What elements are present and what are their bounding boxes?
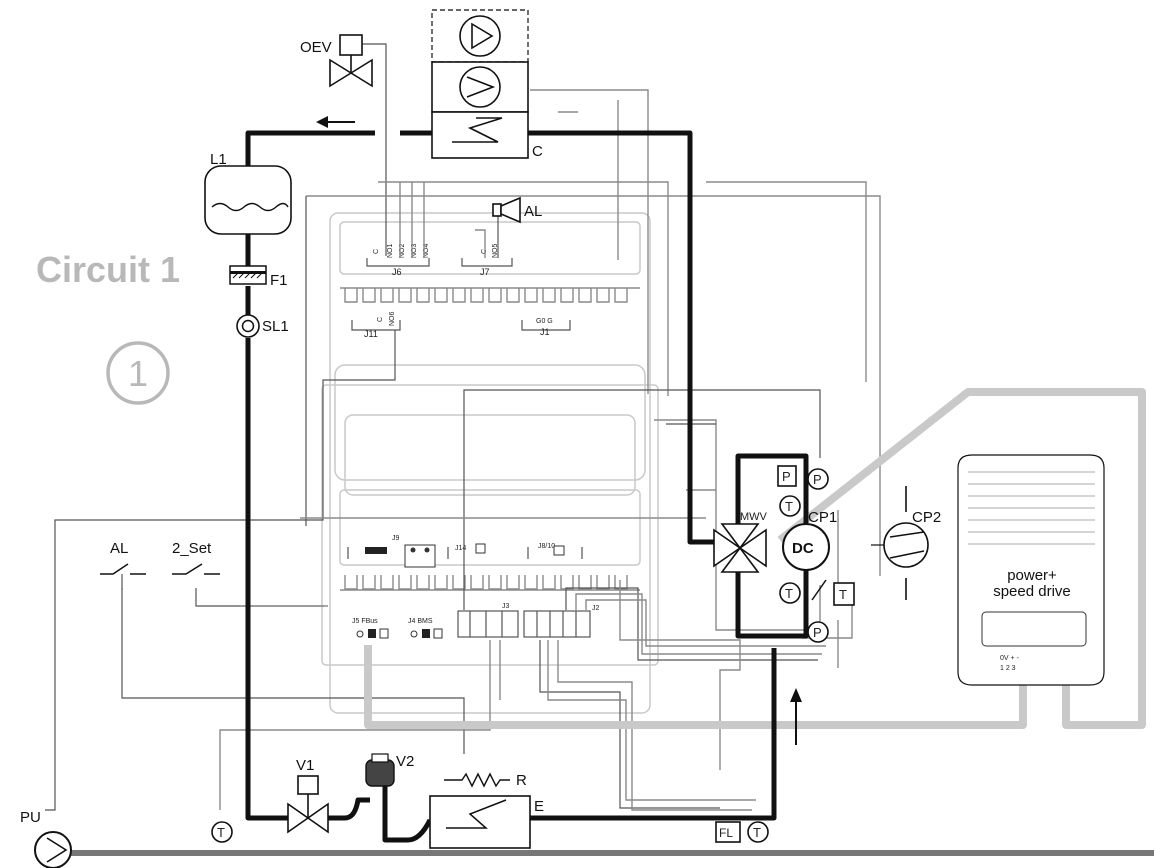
svg-text:T: T (785, 586, 793, 601)
svg-text:V2: V2 (396, 753, 414, 770)
svg-text:J5 FBus: J5 FBus (352, 618, 378, 625)
pressure-sensor-discharge: P (807, 468, 829, 490)
condenser-fan-optional (431, 9, 529, 63)
svg-text:R: R (516, 772, 527, 789)
circuit-number: 1 (128, 353, 148, 394)
svg-text:NO4: NO4 (423, 244, 430, 259)
modbus-cable (364, 388, 1146, 729)
pressure-transducer-high: P (777, 465, 797, 487)
svg-text:PU: PU (20, 809, 41, 826)
temperature-sensor-discharge: T (779, 495, 801, 517)
connector-j11: C NO6 J11 (351, 312, 401, 339)
svg-text:2_Set: 2_Set (172, 540, 212, 557)
circuit-title: Circuit 1 (36, 249, 180, 290)
oev-valve: OEV (300, 34, 373, 88)
alarm-input-switch: AL (100, 540, 146, 590)
svg-text:P: P (813, 472, 822, 487)
svg-text:P: P (782, 469, 791, 484)
svg-text:J14: J14 (455, 545, 466, 552)
thermostat-switch: T (811, 579, 855, 606)
liquid-receiver-l1: L1 (204, 151, 292, 235)
pressure-sensor-suction: P (807, 621, 829, 643)
flow-switch-fl: FL (715, 821, 741, 843)
controller-board (321, 212, 659, 714)
svg-text:0V + -: 0V + - (1000, 655, 1020, 662)
condenser-fan (431, 61, 529, 113)
connector-j1: G0 G J1 (521, 318, 571, 337)
svg-text:T: T (217, 825, 225, 840)
svg-text:J11: J11 (364, 329, 378, 339)
svg-text:G0 G: G0 G (536, 318, 553, 325)
svg-text:T: T (785, 499, 793, 514)
connector-j2: J2 (523, 605, 600, 638)
second-setpoint-switch: 2_Set (172, 540, 220, 575)
svg-text:F1: F1 (270, 272, 288, 289)
svg-text:C: C (377, 317, 384, 322)
signal-wiring (45, 43, 881, 811)
svg-text:SL1: SL1 (262, 318, 289, 335)
alarm-siren-top: AL (492, 196, 542, 224)
speed-drive-unit: power+ speed drive 0V + - 1 2 3 (957, 454, 1105, 686)
connector-j14: J14 (455, 543, 486, 554)
svg-text:J1: J1 (540, 327, 550, 337)
svg-text:V1: V1 (296, 757, 314, 774)
filter-f1: F1 (229, 265, 288, 289)
svg-text:DC: DC (792, 540, 814, 557)
solenoid-valve-v1: V1 (287, 757, 329, 834)
connector-j6: C NO1 NO2 NO3 NO4 J6 (366, 244, 430, 277)
svg-text:C: C (373, 249, 380, 254)
refrigerant-pipes (245, 130, 809, 843)
connector-j810: J8/10 (527, 543, 583, 559)
connector-j5-fbus: J5 FBus (352, 618, 389, 639)
svg-text:J9: J9 (392, 535, 400, 542)
svg-text:AL: AL (110, 540, 128, 557)
drive-label-line1: power+ (1007, 567, 1057, 584)
connector-j9: J9 (347, 535, 449, 568)
connector-j3: J3 (457, 603, 519, 638)
svg-text:FL: FL (719, 826, 733, 840)
svg-text:NO2: NO2 (399, 244, 406, 259)
svg-text:1 2 3: 1 2 3 (1000, 665, 1016, 672)
svg-text:J6: J6 (392, 267, 402, 277)
svg-text:J8/10: J8/10 (538, 543, 555, 550)
heater-r: R (444, 772, 527, 789)
temperature-sensor-water-inlet: T (211, 821, 233, 843)
connector-j4-bms: J4 BMS (408, 618, 443, 639)
svg-text:AL: AL (524, 203, 542, 220)
svg-text:CP2: CP2 (912, 509, 941, 526)
svg-text:NO6: NO6 (389, 312, 396, 327)
svg-text:J7: J7 (480, 267, 490, 277)
svg-text:C: C (532, 143, 543, 160)
svg-text:J2: J2 (592, 605, 600, 612)
svg-text:NO5: NO5 (492, 244, 499, 259)
svg-text:P: P (813, 625, 822, 640)
flow-arrow-up (790, 688, 802, 745)
temperature-sensor-water-outlet: T (747, 821, 769, 843)
svg-text:MWV: MWV (740, 511, 768, 523)
svg-text:T: T (753, 825, 761, 840)
compressor-cp1: DC CP1 (782, 509, 837, 571)
circuit-number-badge: 1 (106, 341, 170, 405)
temperature-sensor-suction: T (779, 582, 801, 604)
svg-text:CP1: CP1 (808, 509, 837, 526)
flow-arrow-left (316, 116, 355, 128)
drive-label-line2: speed drive (993, 583, 1071, 600)
compressor-cp2: CP2 (871, 486, 941, 600)
svg-text:NO1: NO1 (387, 244, 394, 259)
condenser-c: C (431, 111, 543, 160)
evaporator-e: E (429, 795, 544, 849)
svg-text:NO3: NO3 (411, 244, 418, 259)
svg-text:J3: J3 (502, 603, 510, 610)
svg-text:T: T (839, 587, 847, 602)
svg-text:J4 BMS: J4 BMS (408, 618, 433, 625)
four-way-valve-mwv: MWV (713, 511, 768, 573)
expansion-valve-v2: V2 (365, 753, 414, 787)
connector-j7: C NO5 J7 (461, 244, 513, 277)
svg-text:L1: L1 (210, 151, 227, 168)
pump-pu: PU (20, 809, 72, 868)
sight-glass-sl1: SL1 (236, 314, 289, 338)
svg-text:E: E (534, 798, 544, 815)
svg-text:OEV: OEV (300, 39, 332, 56)
